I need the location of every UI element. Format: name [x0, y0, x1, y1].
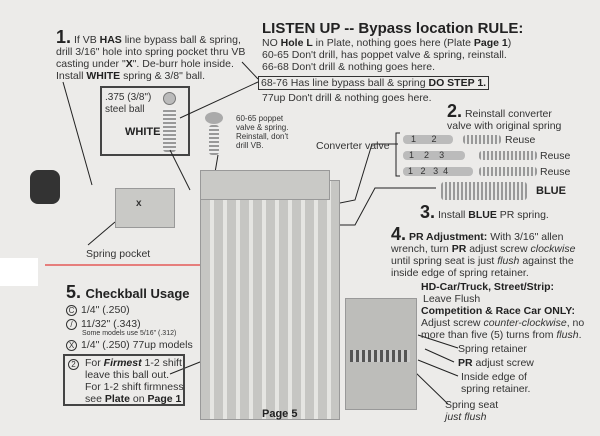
spring-pocket-casting: [115, 188, 175, 228]
spring-retainer-label: Spring retainer: [458, 343, 527, 355]
pr-screw-teeth: [350, 350, 410, 362]
bypass-rule: LISTEN UP -- Bypass location RULE: NO Ho…: [258, 20, 524, 104]
white-spring-label: WHITE: [125, 126, 161, 138]
spring-pocket-label: Spring pocket: [86, 248, 151, 260]
converter-valve-label: Converter valve: [316, 140, 390, 152]
pr-adjust-options: HD-Car/Truck, Street/Strip: Leave Flush …: [421, 281, 585, 341]
poppet-valve-icon: [205, 112, 223, 124]
scan-artifact: [0, 258, 38, 286]
poppet-spring-icon: [209, 125, 219, 155]
page-number: Page 5: [262, 408, 298, 420]
blue-label: BLUE: [536, 185, 566, 197]
white-spring-icon: [163, 108, 176, 152]
step-3-text: 3. Install BLUE PR spring.: [420, 202, 549, 222]
step-2-text: 2. Reinstall converter valve with origin…: [447, 101, 562, 132]
valve-body-top: [200, 170, 330, 200]
rule-title: LISTEN UP -- Bypass location RULE:: [262, 20, 524, 37]
firmest-shift-note: 2 For Firmest 1-2 shift leave this ball …: [63, 354, 185, 406]
x-mark: x: [136, 198, 142, 209]
step-1-text: 1. If VB HAS line bypass ball & spring, …: [56, 27, 246, 82]
step-4-text: 4. PR Adjustment: With 3/16" allen wrenc…: [391, 224, 576, 279]
white-spring-box: .375 (3/8")steel ball WHITE: [100, 86, 190, 156]
valve-body: [200, 180, 340, 420]
rule-highlight: 68-76 Has line bypass ball & spring DO S…: [258, 76, 490, 90]
steel-ball-icon: [163, 92, 176, 105]
ball-label: .375 (3/8")steel ball: [105, 92, 152, 115]
tool-knob-icon: [30, 170, 60, 204]
pr-adjust-screw-label: PR adjust screw: [458, 357, 534, 369]
blue-spring-icon: [441, 182, 527, 200]
